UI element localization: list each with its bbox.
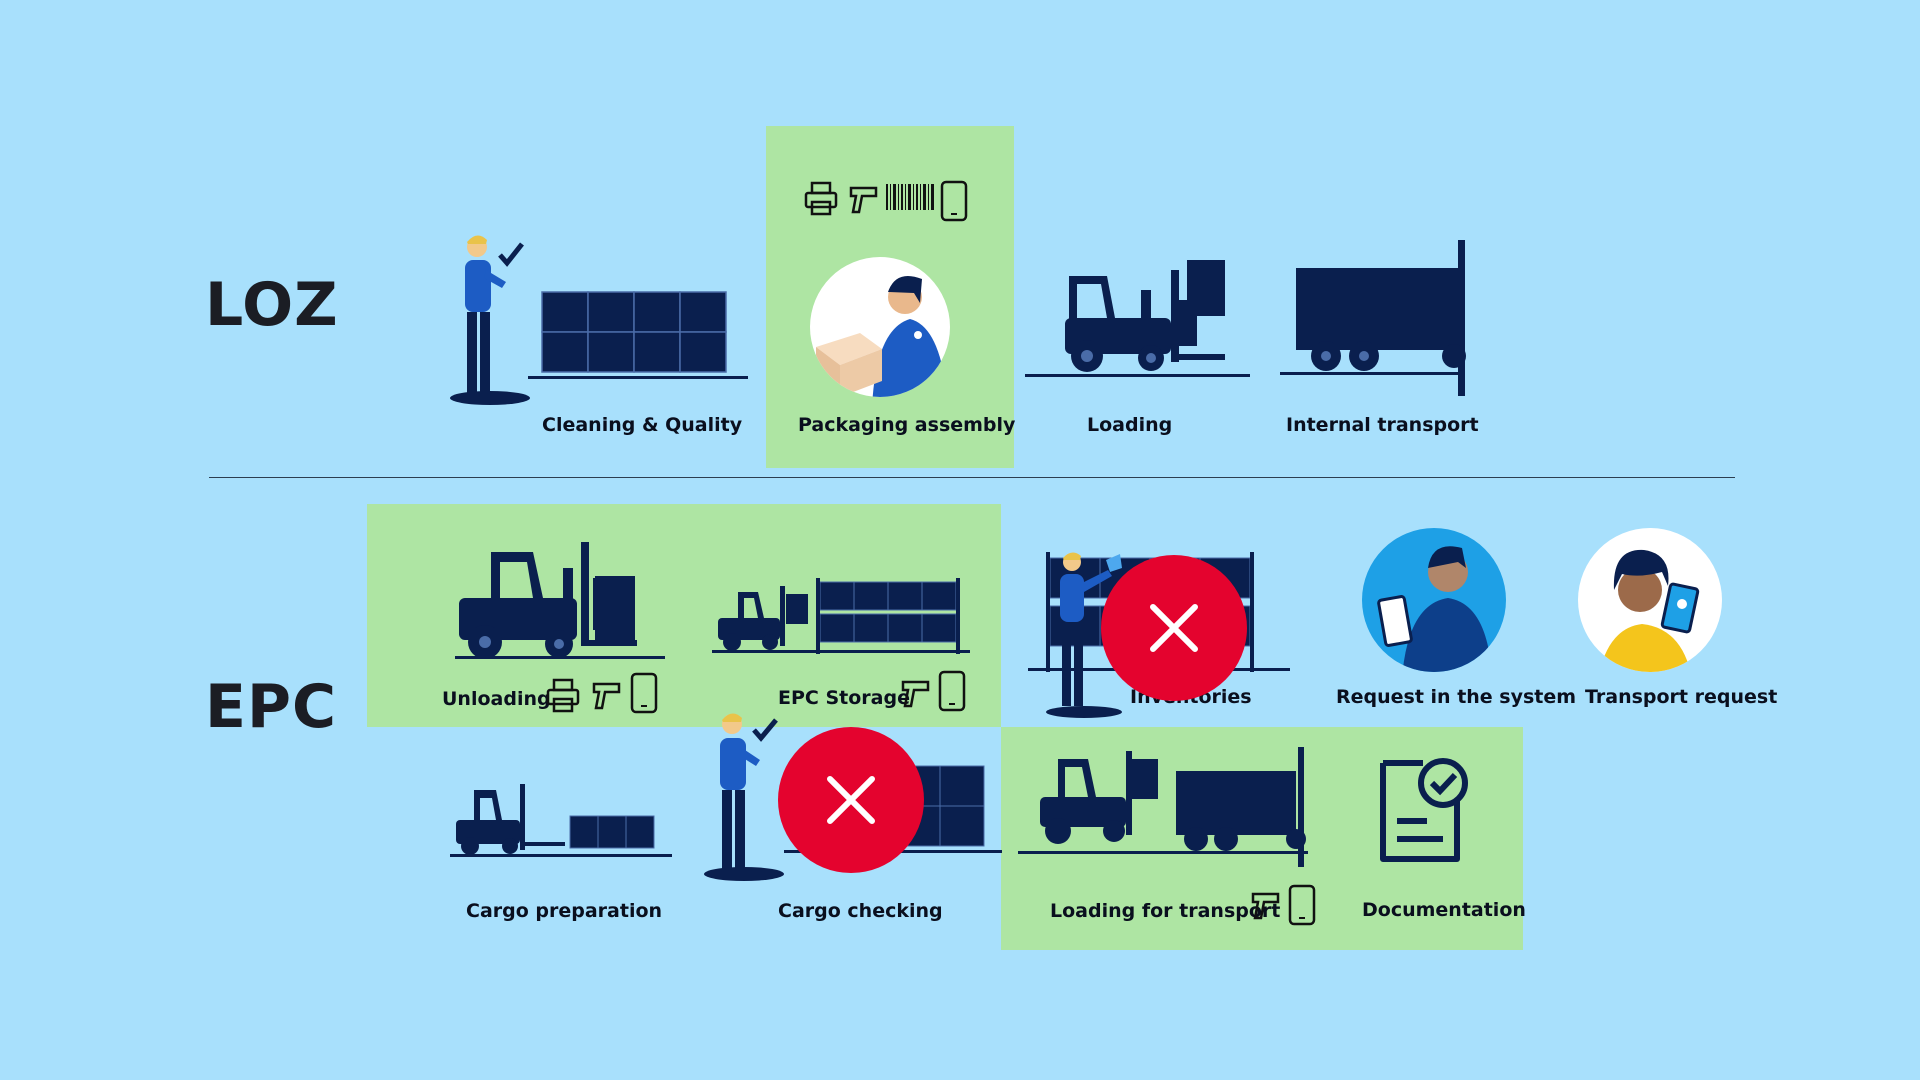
step-label-cargo-checking: Cargo checking — [778, 900, 943, 922]
step-label-cargo-preparation: Cargo preparation — [466, 900, 663, 922]
step-label-epc-storage: EPC Storage — [778, 687, 910, 709]
scanner-icon — [849, 186, 878, 214]
row-title-epc: EPC — [205, 672, 337, 742]
close-icon — [1150, 604, 1198, 652]
step-label-unloading: Unloading — [442, 688, 551, 710]
smartphone-icon — [1288, 884, 1316, 926]
smartphone-icon — [630, 672, 658, 714]
step-label-loading: Loading — [1087, 414, 1173, 436]
truck-internal-transport-icon — [1280, 240, 1466, 396]
row-divider — [209, 477, 1735, 478]
scanner-icon — [1251, 892, 1280, 920]
forklift-loading-icon — [1025, 260, 1250, 377]
packaging-worker-illustration — [810, 257, 950, 397]
step-label-loading-for-transport: Loading for transport — [1050, 900, 1281, 922]
document-check-icon — [1380, 758, 1468, 862]
printer-icon — [804, 181, 838, 216]
step-label-transport-request: Transport request — [1585, 686, 1778, 708]
scanner-icon — [901, 680, 930, 708]
transport-request-illustration — [1578, 528, 1722, 672]
barcode-icon — [886, 184, 934, 210]
removed-step-badge-inventories — [1101, 555, 1247, 701]
quality-worker-illustration — [450, 235, 530, 405]
step-label-documentation: Documentation — [1362, 899, 1526, 921]
smartphone-icon — [938, 670, 966, 712]
request-system-illustration — [1362, 528, 1506, 672]
cargo-preparation-illustration — [450, 784, 672, 857]
printer-icon — [546, 678, 580, 713]
close-icon — [827, 776, 875, 824]
step-label-packaging-assembly: Packaging assembly — [798, 414, 1016, 436]
container-stack-loz — [528, 291, 748, 379]
step-label-request-in-system: Request in the system — [1336, 686, 1577, 708]
step-label-internal-transport: Internal transport — [1286, 414, 1479, 436]
removed-step-badge-cargo-checking — [778, 727, 924, 873]
scanner-icon — [592, 682, 621, 710]
forklift-unloading-icon — [455, 542, 665, 659]
smartphone-icon — [940, 180, 968, 222]
epc-storage-illustration — [712, 578, 970, 654]
step-label-cleaning-quality: Cleaning & Quality — [542, 414, 743, 436]
loading-for-transport-illustration — [1018, 747, 1308, 867]
row-title-loz: LOZ — [205, 270, 339, 340]
